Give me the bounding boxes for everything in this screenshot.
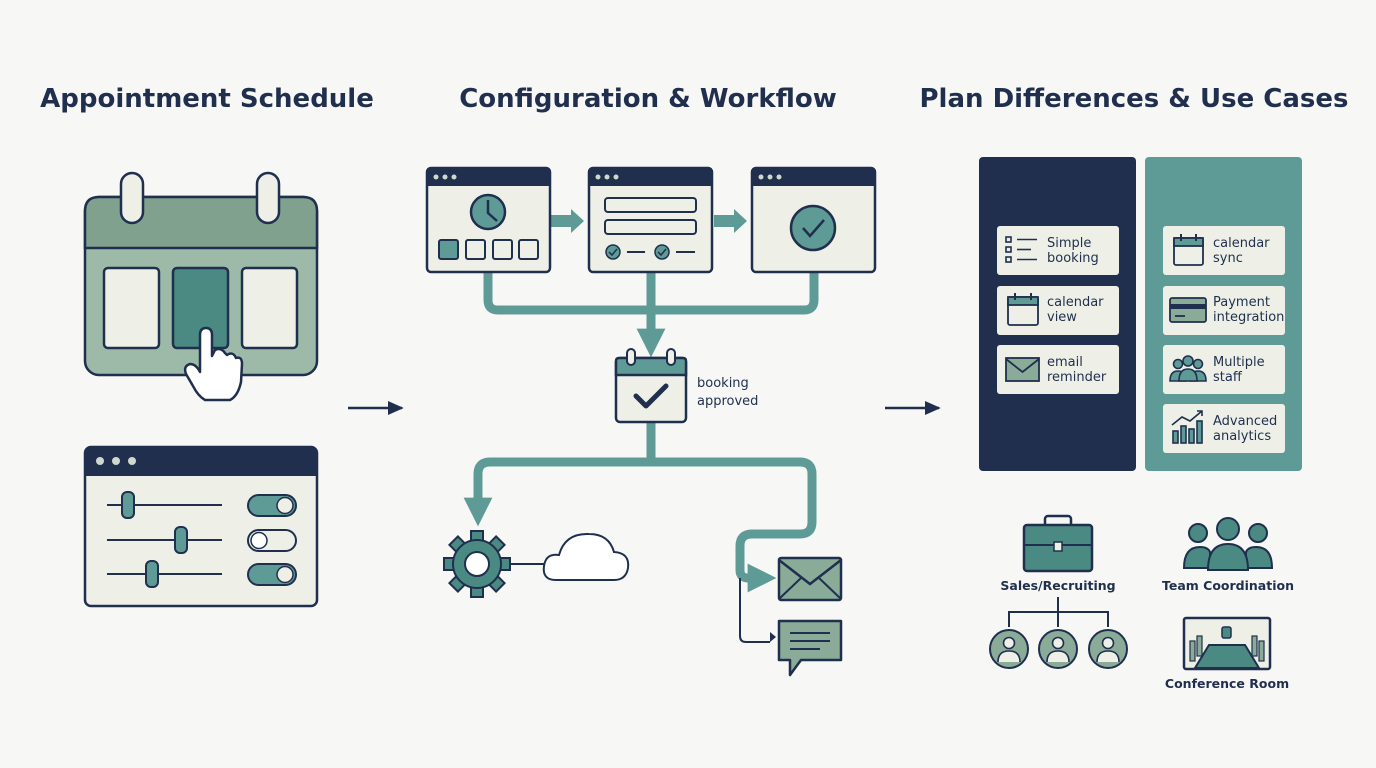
feature-card-calendar-view: calendar view <box>997 286 1119 335</box>
briefcase-icon <box>1022 514 1094 573</box>
org-chart-icon <box>989 597 1128 669</box>
small-arrows <box>551 209 747 233</box>
use-case-team: Team Coordination <box>1162 578 1294 593</box>
calendar-check-icon <box>614 348 688 424</box>
title-appointment-schedule: Appointment Schedule <box>40 84 374 114</box>
feature-label: Advanced <box>1213 414 1277 429</box>
clock-window-icon <box>425 166 552 274</box>
use-case-sales: Sales/Recruiting <box>1000 578 1115 593</box>
feature-label: analytics <box>1213 429 1271 444</box>
feature-label: view <box>1047 310 1077 325</box>
feature-label: Multiple <box>1213 355 1265 370</box>
feature-label: integration <box>1213 310 1284 325</box>
pointer-hand-icon <box>183 326 244 402</box>
booking-approved-line1: booking <box>697 376 749 391</box>
confirmation-window-icon <box>750 166 877 274</box>
envelope-icon <box>1005 357 1040 382</box>
group-icon <box>1169 355 1207 382</box>
booking-approved-line2: approved <box>697 394 758 409</box>
calendar-icon <box>1173 234 1204 266</box>
feature-card-email-reminder: email reminder <box>997 345 1119 394</box>
team-group-icon <box>1182 517 1274 571</box>
settings-window-icon <box>83 445 319 608</box>
use-case-conference: Conference Room <box>1165 676 1289 691</box>
list-icon <box>1005 236 1037 263</box>
form-window-icon <box>587 166 714 274</box>
title-configuration-workflow: Configuration & Workflow <box>459 84 837 114</box>
chat-bubble-icon <box>739 578 843 677</box>
feature-label: Simple <box>1047 236 1091 251</box>
feature-label: calendar <box>1047 295 1104 310</box>
feature-label: Payment <box>1213 295 1270 310</box>
feature-label: reminder <box>1047 370 1107 385</box>
feature-card-multiple-staff: Multiple staff <box>1163 345 1285 394</box>
cloud-icon <box>542 532 630 581</box>
feature-card-payment-integration: Payment integration <box>1163 286 1285 335</box>
feature-card-calendar-sync: calendar sync <box>1163 226 1285 275</box>
envelope-icon <box>777 556 843 602</box>
feature-card-simple-booking: Simple booking <box>997 226 1119 275</box>
calendar-booking-icon <box>83 171 319 377</box>
credit-card-icon <box>1169 297 1207 323</box>
calendar-icon <box>1007 293 1039 326</box>
feature-card-advanced-analytics: Advanced analytics <box>1163 404 1285 453</box>
conference-room-icon <box>1182 616 1272 671</box>
title-plan-differences: Plan Differences & Use Cases <box>919 84 1349 114</box>
connector-lines <box>463 267 819 593</box>
feature-label: calendar <box>1213 236 1270 251</box>
feature-label: email <box>1047 355 1083 370</box>
feature-label: staff <box>1213 370 1243 385</box>
feature-label: booking <box>1047 251 1099 266</box>
gear-icon <box>443 530 511 598</box>
analytics-chart-icon <box>1171 410 1203 444</box>
feature-label: sync <box>1213 251 1243 266</box>
